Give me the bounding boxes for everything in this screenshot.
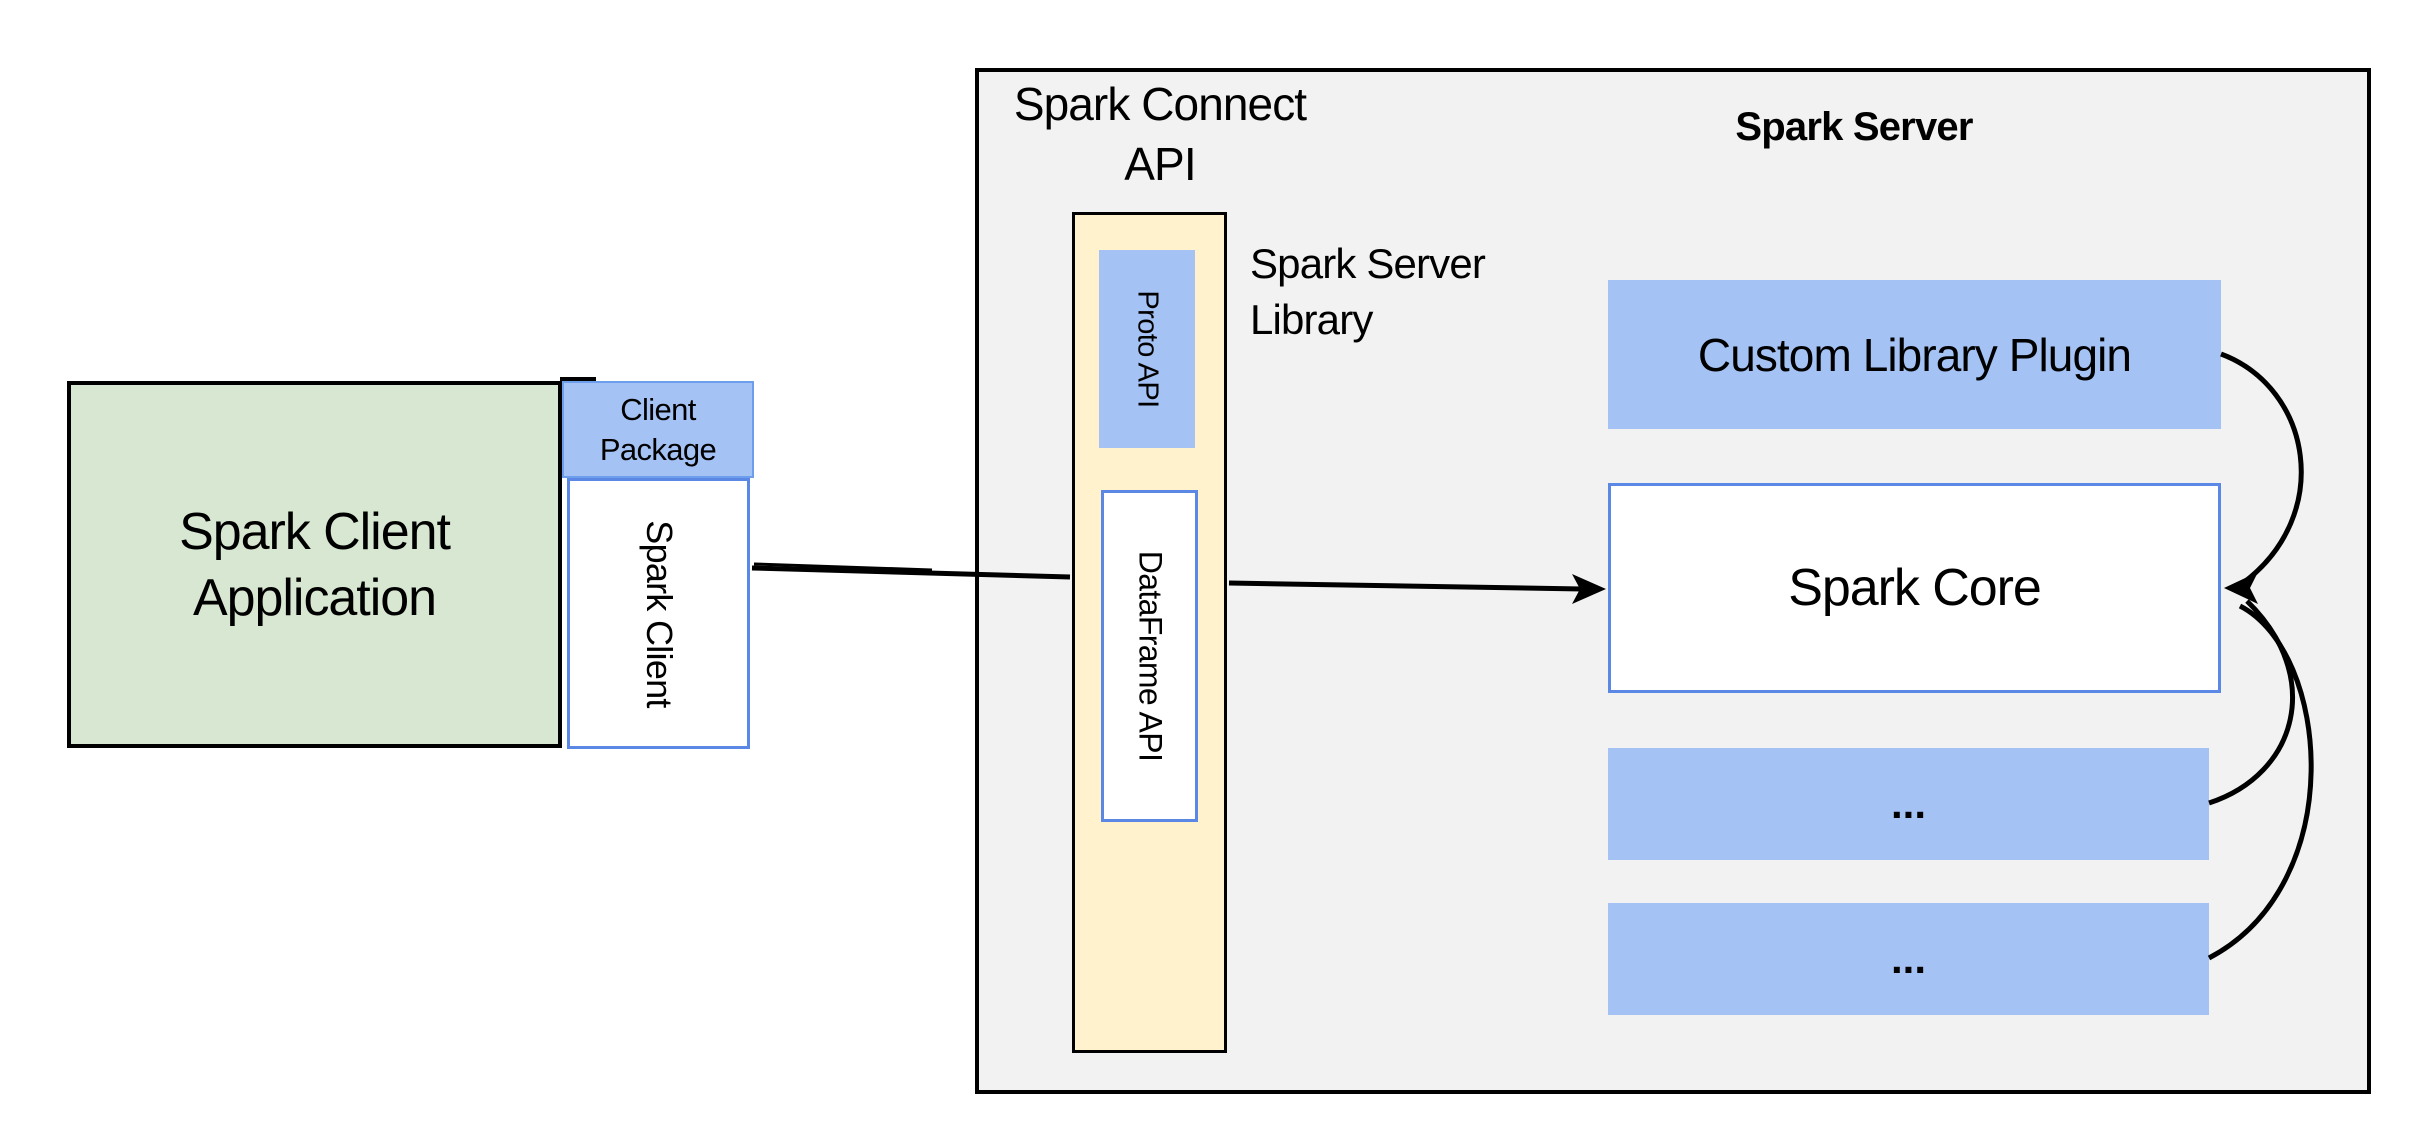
- proto-api-box: Proto API: [1099, 250, 1195, 448]
- spark-client-label: Spark Client: [638, 519, 680, 708]
- spark-server-title: Spark Server: [1735, 105, 1973, 149]
- spark-client-application-label: Spark Client Application: [179, 502, 451, 627]
- client-package-box: Client Package: [562, 381, 754, 478]
- proto-api-label: Proto API: [1131, 290, 1164, 408]
- more-plugin-box-1: ...: [1608, 748, 2209, 860]
- spark-server-library-label: Spark Server Library: [1250, 240, 1486, 343]
- dataframe-api-box: DataFrame API: [1101, 490, 1198, 822]
- spark-connect-api-title: Spark Connect API: [1013, 78, 1307, 190]
- spark-core-label: Spark Core: [1788, 559, 2042, 617]
- more-plugin-label-2: ...: [1890, 935, 1926, 982]
- client-package-label: Client Package: [599, 391, 717, 467]
- more-plugin-box-2: ...: [1608, 903, 2209, 1015]
- spark-client-box: Spark Client: [567, 478, 750, 749]
- spark-core-box: Spark Core: [1608, 483, 2221, 693]
- dataframe-api-label: DataFrame API: [1132, 550, 1168, 762]
- spark-client-application-box: Spark Client Application: [67, 381, 562, 748]
- custom-library-plugin-box: Custom Library Plugin: [1608, 280, 2221, 429]
- more-plugin-label-1: ...: [1890, 780, 1926, 827]
- arrow-client-sketch-stroke: [753, 562, 933, 572]
- custom-library-plugin-label: Custom Library Plugin: [1697, 328, 2132, 381]
